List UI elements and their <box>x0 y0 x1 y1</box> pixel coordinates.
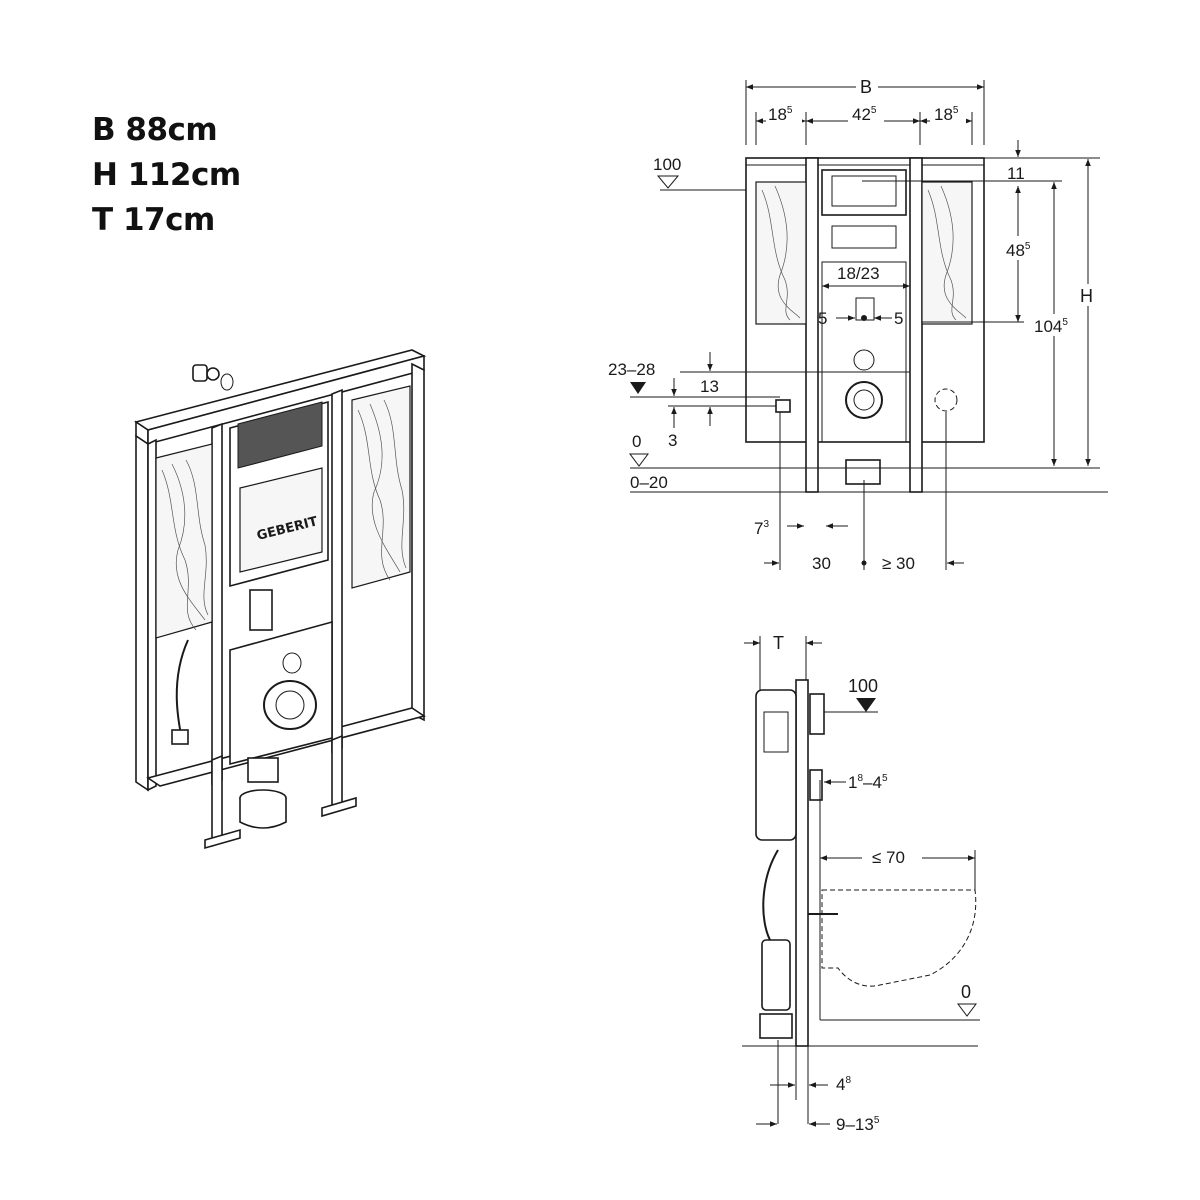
svg-text:185: 185 <box>768 105 793 124</box>
svg-text:485: 485 <box>1006 241 1031 260</box>
dim-9-13-sup: 5 <box>874 1115 880 1126</box>
dim-11: 11 <box>1007 164 1025 183</box>
side-level-top: 100 <box>848 676 878 696</box>
front-elevation: B 185 425 185 100 <box>608 76 1108 573</box>
dim-center-sup: 5 <box>871 105 877 116</box>
level-zero: 0 <box>632 432 641 451</box>
side-level-zero: 0 <box>961 982 971 1002</box>
svg-text:1045: 1045 <box>1034 317 1068 336</box>
dim-104-sup: 5 <box>1062 317 1068 328</box>
flush-tank: GEBERIT <box>229 400 329 631</box>
svg-text:9–135: 9–135 <box>836 1115 880 1134</box>
right-wood-panel <box>351 385 411 589</box>
dim-48: 48 <box>1006 241 1025 260</box>
dim-23-28: 23–28 <box>608 360 655 379</box>
dim-4-8: 4 <box>836 1075 845 1094</box>
dim-48-sup: 5 <box>1025 241 1031 252</box>
dim-4-5: –4 <box>863 773 882 792</box>
side-elevation: T 100 18–45 ≤ 70 0 <box>742 633 980 1134</box>
dim-side-left: 18 <box>768 105 787 124</box>
dim-4-5-sup: 5 <box>882 773 888 784</box>
spec-height: H 112cm <box>92 157 241 193</box>
dim-center: 42 <box>852 105 871 124</box>
dim-3: 3 <box>668 431 677 450</box>
left-wood-panel <box>155 443 213 639</box>
dim-depth-label: T <box>773 633 784 653</box>
svg-text:425: 425 <box>852 105 877 124</box>
level-top: 100 <box>653 155 681 174</box>
dim-13: 13 <box>700 377 719 396</box>
dim-9-13: 9–13 <box>836 1115 874 1134</box>
svg-text:185: 185 <box>934 105 959 124</box>
front-right-panel <box>921 181 973 325</box>
dim-18-23: 18/23 <box>837 264 880 283</box>
dim-side-right-sup: 5 <box>953 105 959 116</box>
spec-depth: T 17cm <box>92 202 215 238</box>
dim-7: 7 <box>754 519 763 538</box>
dim-le70: ≤ 70 <box>872 848 905 867</box>
connector-fitting-icon <box>192 364 234 391</box>
svg-text:18–45: 18–45 <box>848 773 888 792</box>
dim-30: 30 <box>812 554 831 573</box>
svg-text:48: 48 <box>836 1075 851 1094</box>
dim-1-8-sup: 8 <box>857 773 863 784</box>
dim-7-sup: 3 <box>763 519 769 530</box>
dim-1-8: 1 <box>848 773 857 792</box>
supply-hose <box>175 639 189 741</box>
dim-height-label: H <box>1080 286 1093 306</box>
spec-list: B 88cm H 112cm T 17cm <box>92 108 241 243</box>
dim-5-right: 5 <box>894 309 903 328</box>
spec-width: B 88cm <box>92 112 218 148</box>
drain-assembly <box>229 620 333 829</box>
dim-width-label: B <box>860 77 872 97</box>
dim-5-left: 5 <box>818 309 827 328</box>
isometric-view: GEBERIT <box>134 349 427 850</box>
dim-side-left-sup: 5 <box>787 105 793 116</box>
dim-side-right: 18 <box>934 105 953 124</box>
dim-4-8-sup: 8 <box>845 1075 851 1086</box>
dim-ge30: ≥ 30 <box>882 554 915 573</box>
level-range: 0–20 <box>630 473 668 492</box>
svg-text:73: 73 <box>754 519 769 538</box>
dim-104: 104 <box>1034 317 1062 336</box>
front-left-panel <box>755 181 807 325</box>
